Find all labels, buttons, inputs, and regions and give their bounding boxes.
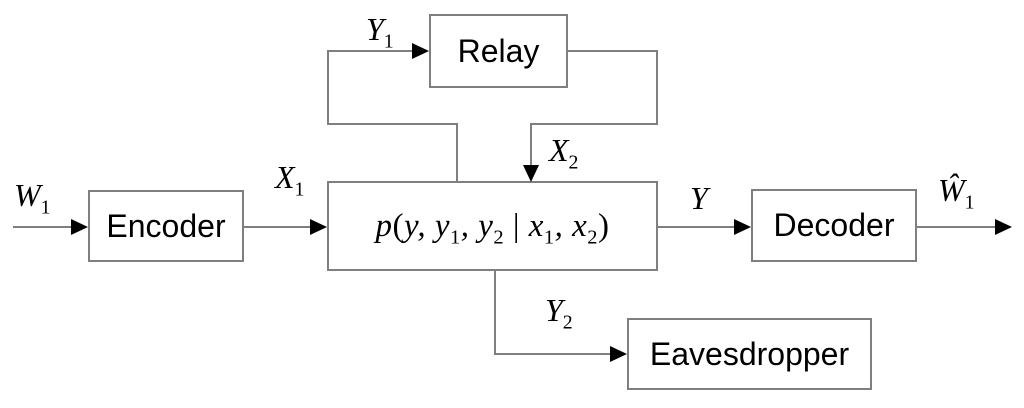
channel-box: p(y, y1, y2 | x1, x2) — [327, 181, 658, 271]
channel-formula: p(y, y1, y2 | x1, x2) — [375, 207, 610, 249]
arrowhead-into-relay-y1 — [412, 43, 429, 59]
y1-line-v-left — [327, 50, 329, 125]
arrowhead-into-channel-x2 — [523, 165, 539, 182]
arrowhead-into-channel-x1 — [310, 219, 327, 235]
x2-line-h-mid — [530, 123, 658, 125]
signal-label-x2: X2 — [549, 132, 579, 174]
y1-line-h-into-relay — [327, 50, 413, 52]
y2-line-h — [494, 353, 612, 355]
x2-line-v-down — [530, 123, 532, 166]
relay-box: Relay — [429, 14, 568, 88]
relay-label: Relay — [457, 32, 540, 69]
decoder-label: Decoder — [773, 207, 895, 243]
arrowhead-output-w1hat — [995, 219, 1012, 235]
x2-line-v-right — [656, 50, 658, 125]
arrowhead-into-decoder — [734, 219, 751, 235]
y2-line-v — [494, 271, 496, 355]
x2-line-h-from-relay — [568, 50, 658, 52]
signal-label-y1: Y1 — [366, 11, 394, 53]
eavesdropper-label: Eavesdropper — [649, 335, 850, 372]
signal-label-y: Y — [690, 180, 708, 216]
y1-line-v-from-channel — [456, 123, 458, 182]
signal-label-w1: W1 — [14, 177, 51, 219]
eavesdropper-box: Eavesdropper — [627, 318, 872, 390]
x1-line — [244, 226, 312, 228]
w1hat-output-line — [917, 226, 995, 228]
w1-input-line — [13, 226, 73, 228]
decoder-box: Decoder — [751, 189, 917, 262]
y-line — [658, 226, 736, 228]
arrowhead-into-eavesdropper-y2 — [610, 346, 627, 362]
y1-line-h-mid — [327, 123, 458, 125]
encoder-box: Encoder — [88, 190, 244, 262]
encoder-label: Encoder — [106, 207, 226, 244]
signal-label-w1-hat: Ŵ1 — [938, 172, 975, 214]
signal-label-y2: Y2 — [545, 292, 573, 334]
signal-label-x1: X1 — [275, 159, 305, 201]
arrowhead-into-encoder — [71, 219, 88, 235]
